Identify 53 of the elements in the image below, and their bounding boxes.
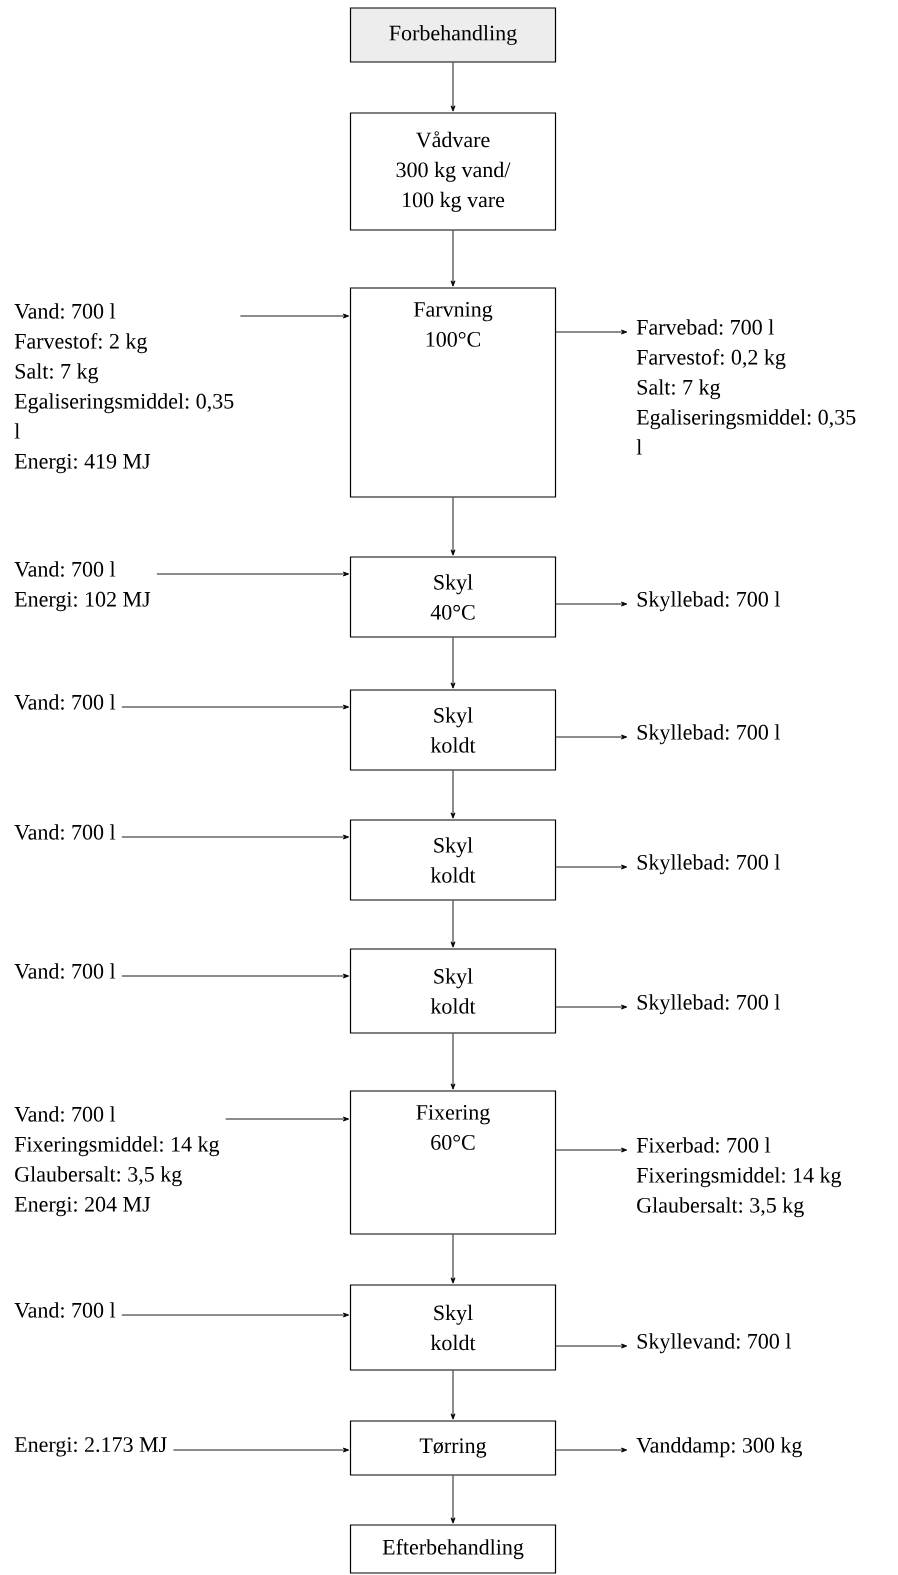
- process-box: Tørring: [349, 1420, 557, 1476]
- arrow: [121, 834, 350, 840]
- process-box: Skyl koldt: [349, 948, 557, 1034]
- input-text: Vand: 700 l: [14, 1302, 116, 1318]
- arrow: [172, 1447, 350, 1453]
- arrow: [450, 1475, 456, 1524]
- process-box: Forbehandling: [349, 7, 557, 63]
- input-text: Vand: 700 l: [14, 963, 116, 979]
- process-box: Vådvare 300 kg vand/ 100 kg vare: [349, 112, 557, 231]
- arrow: [239, 313, 350, 319]
- process-box: Efterbehandling: [349, 1524, 557, 1574]
- arrow: [450, 497, 456, 556]
- input-text: Energi: 2.173 MJ: [14, 1437, 167, 1457]
- process-box: Skyl 40°C: [349, 556, 557, 638]
- input-text: Vand: 700 l Farvestof: 2 kg Salt: 7 kg Egaliseringsmiddel: 0,35 l Energi: 419 MJ: [14, 303, 234, 474]
- arrow: [450, 62, 456, 112]
- arrow: [450, 1234, 456, 1284]
- arrow: [621, 1343, 628, 1349]
- arrow: [450, 230, 456, 287]
- arrow: [621, 329, 628, 335]
- output-text: Skyllebad: 700 l: [637, 994, 780, 1015]
- arrow: [450, 1370, 456, 1420]
- output-text: Fixerbad: 700 l Fixeringsmiddel: 14 kg Glaubersalt: 3,5 kg: [636, 1137, 842, 1218]
- process-box: Farvning 100°C: [349, 287, 557, 498]
- input-text: Vand: 700 l Fixeringsmiddel: 14 kg Glaubersalt: 3,5 kg Energi: 204 MJ: [14, 1106, 220, 1217]
- arrow: [121, 1312, 350, 1318]
- arrow: [450, 1033, 456, 1090]
- output-text: Farvebad: 700 l Farvestof: 0,2 kg Salt: 7 kg Egaliseringsmiddel: 0,35 l: [636, 319, 856, 455]
- process-box: Fixering 60°C: [349, 1090, 557, 1235]
- input-text: Vand: 700 l: [14, 694, 116, 710]
- output-text: Skyllebad: 700 l: [637, 854, 780, 875]
- arrow: [121, 704, 350, 710]
- arrow: [621, 864, 628, 870]
- arrow: [621, 1447, 628, 1453]
- output-text: Skyllebad: 700 l: [637, 724, 780, 745]
- process-box: Skyl koldt: [349, 819, 557, 901]
- process-box: Skyl koldt: [349, 689, 557, 771]
- input-text: Vand: 700 l Energi: 102 MJ: [14, 561, 151, 612]
- input-text: Vand: 700 l: [14, 824, 116, 840]
- arrow: [621, 1147, 628, 1153]
- arrow: [450, 770, 456, 819]
- arrow: [621, 734, 628, 740]
- arrow: [621, 1004, 628, 1010]
- arrow: [450, 637, 456, 689]
- process-box: Skyl koldt: [349, 1284, 557, 1371]
- arrow: [156, 571, 350, 577]
- arrow: [621, 601, 628, 607]
- arrow: [121, 973, 350, 979]
- arrow: [450, 900, 456, 948]
- output-text: Skyllevand: 700 l: [637, 1333, 791, 1354]
- output-text: Vanddamp: 300 kg: [636, 1437, 802, 1458]
- arrow: [225, 1116, 350, 1122]
- output-text: Skyllebad: 700 l: [637, 591, 780, 612]
